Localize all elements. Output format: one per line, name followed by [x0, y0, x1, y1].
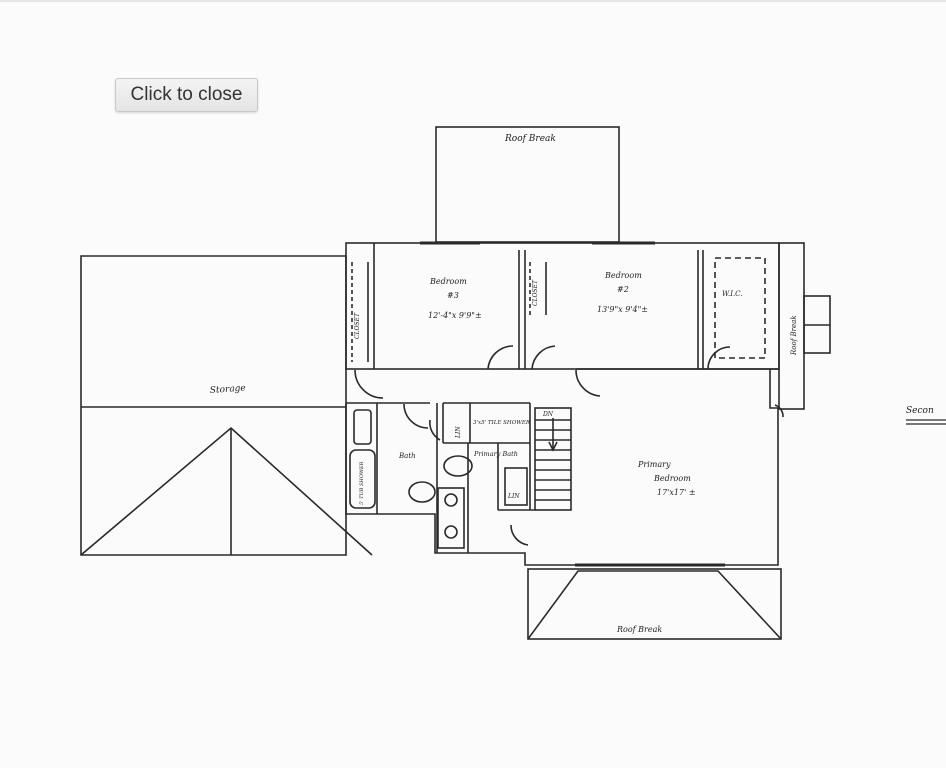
primary-bath-label: Primary Bath: [473, 450, 518, 458]
viewer-top-edge: [0, 0, 946, 2]
click-to-close-button[interactable]: Click to close: [115, 78, 258, 112]
roof-break-bottom-box: [527, 568, 782, 640]
bedroom-3-name: Bedroom: [429, 277, 467, 286]
primary-bedroom-dimensions: 17'x17' ±: [657, 488, 696, 497]
storage-outline: [80, 255, 347, 556]
wic-label: W.I.C.: [722, 290, 743, 298]
storage-label: Storage: [210, 384, 247, 396]
bedroom-2-dimensions: 13'9"x 9'4"±: [597, 305, 648, 314]
bedroom-3-dimensions: 12'-4"x 9'9"±: [428, 311, 482, 320]
linen-left-label: LIN: [455, 426, 462, 439]
tile-shower-label: 3'x5' TILE SHOWER: [473, 420, 530, 426]
roof-break-bottom-label: Roof Break: [616, 625, 662, 634]
bedroom-2-name: Bedroom: [604, 271, 642, 280]
stair-down-label: DN: [542, 411, 554, 418]
primary-bedroom-name-2: Bedroom: [653, 474, 691, 483]
bath-label: Bath: [398, 452, 416, 460]
tub-shower-label: 5' TUB SHOWER: [359, 461, 365, 505]
linen-lower-label: LIN: [507, 493, 520, 500]
lower-block-outline: [345, 369, 779, 566]
bedroom-3-number: #3: [447, 291, 459, 300]
closet-left-label: CLOSET: [354, 312, 361, 339]
roof-break-top-label: Roof Break: [504, 134, 556, 144]
closet-middle-label: CLOSET: [532, 279, 539, 306]
upper-rooms-outline: [345, 242, 780, 370]
bedroom-2-number: #2: [617, 285, 629, 294]
roof-break-right-label: Roof Break: [790, 315, 798, 356]
side-label-cropped: Secon: [906, 406, 934, 416]
roof-break-top-box: [435, 126, 620, 243]
primary-bedroom-name: Primary: [637, 460, 671, 469]
